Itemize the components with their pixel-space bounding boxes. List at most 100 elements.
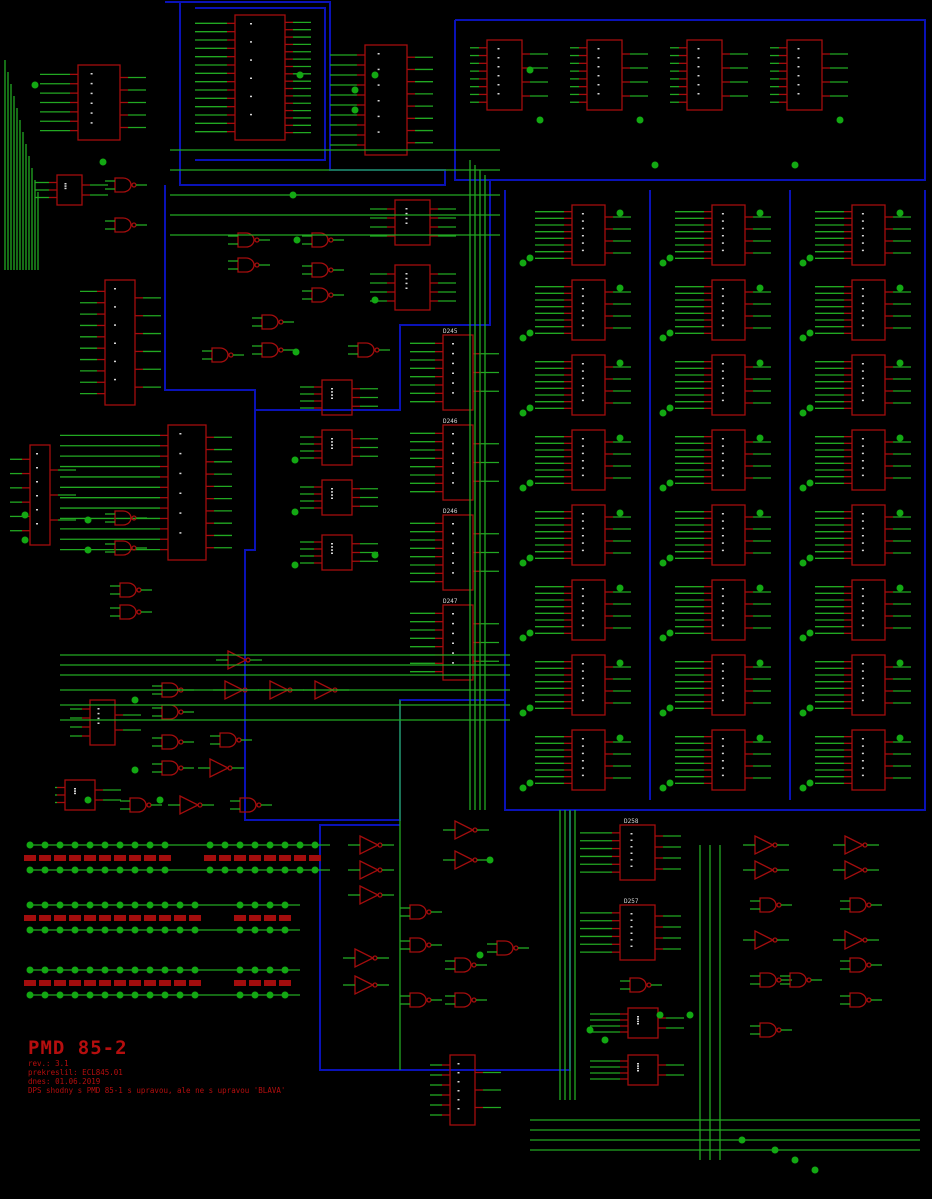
- junction: [266, 926, 274, 934]
- gate-bubble: [136, 587, 142, 593]
- pin-label: [405, 287, 408, 289]
- pin-label: [114, 324, 116, 326]
- junction: [266, 991, 274, 999]
- date-text: dnes: 01.06.2019: [28, 1077, 101, 1086]
- gate-bubble: [472, 827, 478, 833]
- gate-bubble: [866, 997, 872, 1003]
- inverter: [209, 757, 230, 779]
- pin-label: [861, 595, 864, 597]
- junction: [526, 554, 534, 562]
- capacitor: [144, 980, 156, 986]
- junction: [116, 841, 124, 849]
- junction: [56, 966, 64, 974]
- ic-chip: [619, 824, 656, 881]
- pin-label: [331, 391, 333, 393]
- pin-label: [581, 685, 584, 687]
- pin-label: [861, 302, 864, 305]
- pin-label: [405, 282, 408, 285]
- pin-label: [721, 588, 724, 590]
- pin-label: [452, 442, 454, 445]
- pin-label: [630, 939, 633, 941]
- junction: [161, 841, 169, 849]
- junction: [799, 259, 807, 267]
- junction: [131, 901, 139, 909]
- junction: [41, 926, 49, 934]
- junction: [806, 404, 814, 412]
- ic-chip: [64, 779, 96, 811]
- pin-label: [457, 1108, 460, 1110]
- junction: [191, 926, 199, 934]
- nand-gate: [219, 732, 237, 748]
- junction: [56, 866, 64, 874]
- junction: [41, 841, 49, 849]
- junction: [41, 991, 49, 999]
- pin-label: [861, 363, 864, 365]
- pin-label: [861, 760, 864, 762]
- pin-label: [581, 438, 584, 440]
- pin-label: [581, 677, 584, 680]
- pin-label: [497, 57, 500, 59]
- pin-label: [861, 663, 864, 665]
- pin-label: [861, 249, 864, 252]
- pin-label: [581, 527, 584, 530]
- ic-chip: [571, 354, 606, 416]
- junction: [656, 1011, 664, 1019]
- junction: [371, 296, 379, 304]
- capacitor: [129, 915, 141, 921]
- gate-bubble: [776, 977, 782, 983]
- pin-label: [331, 494, 333, 496]
- pin-label: [721, 460, 724, 462]
- pin-label: [250, 59, 252, 61]
- pin-label: [861, 324, 864, 327]
- pin-label: [64, 185, 67, 187]
- ic-chip: [851, 579, 886, 641]
- nand-gate: [237, 232, 255, 248]
- capacitor: [99, 855, 111, 861]
- pin-label: [331, 497, 333, 499]
- gate-bubble: [328, 237, 334, 243]
- pin-label: [250, 95, 252, 98]
- pin-label: [797, 75, 800, 77]
- junction: [799, 334, 807, 342]
- pin-label: [250, 41, 252, 43]
- pin-label: [597, 48, 600, 50]
- junction: [616, 584, 624, 592]
- ic-chip: [627, 1007, 659, 1039]
- pin-label: [597, 75, 600, 77]
- nand-gate: [409, 992, 427, 1008]
- gate-bubble: [377, 892, 383, 898]
- junction: [806, 704, 814, 712]
- junction: [176, 926, 184, 934]
- junction: [756, 659, 764, 667]
- nand-gate: [759, 1022, 777, 1038]
- pin-label: [452, 622, 454, 625]
- junction: [86, 926, 94, 934]
- capacitor: [279, 915, 291, 921]
- junction: [771, 1146, 779, 1154]
- pin-label: [581, 295, 584, 297]
- capacitor: [129, 855, 141, 861]
- ic-chip: [571, 654, 606, 716]
- junction: [659, 409, 667, 417]
- pin-label: [637, 1020, 639, 1023]
- gate-bubble: [372, 982, 378, 988]
- inverter: [227, 649, 248, 671]
- capacitor: [234, 855, 246, 861]
- junction: [251, 966, 259, 974]
- capacitor: [234, 980, 246, 986]
- pin-label: [331, 491, 333, 493]
- pin-label: [90, 112, 93, 114]
- nand-gate: [409, 904, 427, 920]
- junction: [26, 866, 34, 874]
- pin-label: [597, 66, 600, 68]
- pin-label: [581, 302, 584, 305]
- capacitor: [249, 855, 261, 861]
- gate-bubble: [374, 347, 380, 353]
- junction: [896, 734, 904, 742]
- pin-label: [861, 752, 864, 755]
- junction: [71, 901, 79, 909]
- pin-label: [721, 602, 724, 605]
- junction: [221, 866, 229, 874]
- gate-bubble: [372, 955, 378, 961]
- pin-label: [581, 392, 584, 394]
